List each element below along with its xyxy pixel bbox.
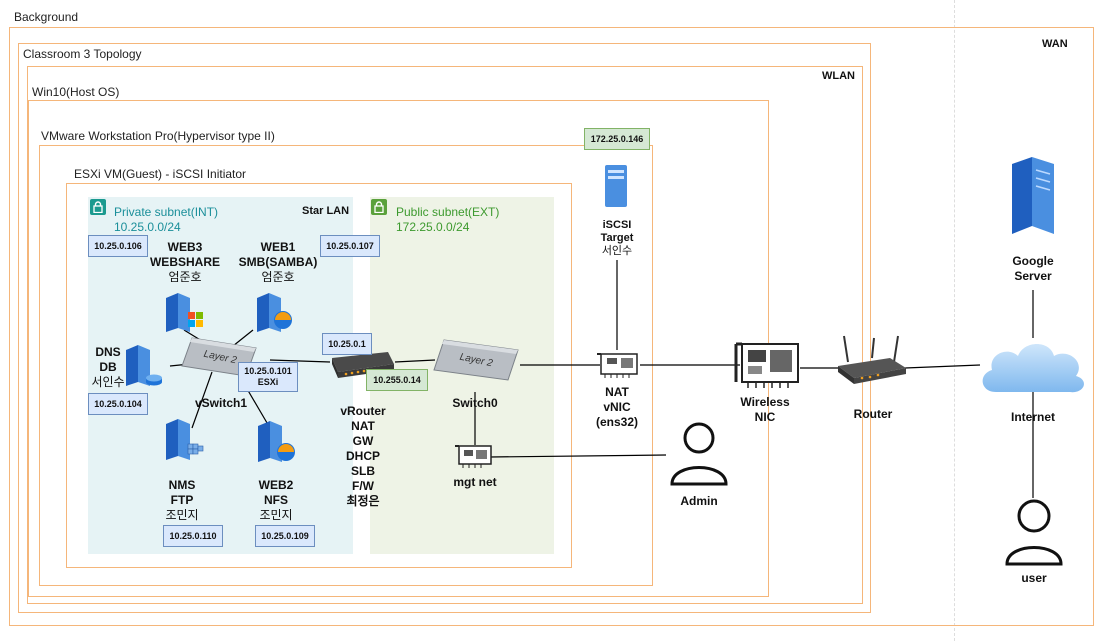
web1-ip: 10.25.0.107 [320,235,380,257]
private-lock-icon [90,199,106,215]
wan-frame [9,27,1094,626]
classroom-label: Classroom 3 Topology [23,47,142,61]
google-line-1: Google [1012,254,1054,268]
vrouter-line-2: NAT [351,419,375,433]
web3-line-2: WEBSHARE [149,255,220,269]
wan-label: WAN [1042,38,1068,50]
wlan-label: WLAN [822,70,855,82]
dns-line-3: 서인수 [91,375,125,389]
wlan-frame [27,66,863,604]
nms-label: NMS FTP 조민지 [152,478,212,523]
user-label: user [1021,571,1047,585]
nms-line-2: FTP [170,493,194,507]
esxi-frame [66,183,572,568]
web3-ip: 10.25.0.106 [88,235,148,257]
vrouter-line-7: 최정은 [346,494,380,508]
vrouter-line-6: F/W [352,479,374,493]
nat-vnic-icon [597,353,638,378]
web3-line-1: WEB3 [167,240,203,254]
hypervisor-label: VMware Workstation Pro(Hypervisor type I… [41,129,275,143]
dns-line-1: DNS [95,345,121,359]
router-label: Router [853,407,893,421]
dns-server-icon [126,345,162,386]
iscsi-line-3: 서인수 [601,245,633,257]
iscsi-label: iSCSI Target 서인수 [584,219,650,258]
private-subnet-title: Private subnet(INT) 10.25.0.0/24 [114,205,218,235]
web2-server-icon [258,421,295,462]
wireless-nic-icon [734,342,799,388]
classroom-frame [18,43,871,613]
nat-vnic-line-1: NAT [605,385,629,399]
web1-line-1: WEB1 [260,240,296,254]
vswitch1-label: vSwitch1 [194,396,248,410]
wireless-nic-line-2: NIC [754,410,776,424]
iscsi-line-2: Target [600,232,634,244]
internet-cloud-icon [982,344,1084,393]
mgt-net-label: mgt net [453,475,497,489]
web2-line-2: NFS [264,493,288,507]
web3-label: WEB3 WEBSHARE 엄준호 [140,240,230,285]
vrouter-label: vRouter NAT GW DHCP SLB F/W 최정은 [328,404,398,509]
router-icon [838,335,906,384]
vrouter-int-ip: 10.25.0.1 [322,333,372,355]
admin-person-icon [670,422,728,486]
internet-label: Internet [1010,410,1055,424]
google-line-2: Server [1014,269,1052,283]
vswitch1-ip-sub: ESXi [257,377,279,387]
public-subnet-title: Public subnet(EXT) 172.25.0.0/24 [396,205,499,235]
nms-server-icon [166,419,204,460]
wireless-nic-line-1: Wireless [740,395,790,409]
web1-server-icon [257,293,292,332]
vrouter-line-1: vRouter [340,404,386,418]
public-subnet-name: Public subnet(EXT) [396,205,500,219]
web1-line-2: SMB(SAMBA) [238,255,318,269]
vrouter-ext-ip: 10.255.0.14 [366,369,428,391]
vrouter-line-3: GW [352,434,374,448]
google-server-icon [1012,157,1054,234]
nat-vnic-line-2: vNIC [603,400,631,414]
web2-ip: 10.25.0.109 [255,525,315,547]
iscsi-ip: 172.25.0.146 [584,128,650,150]
public-subnet-cidr: 172.25.0.0/24 [396,220,470,234]
iscsi-server-icon [605,165,627,207]
nat-vnic-line-3: (ens32) [595,415,639,429]
vswitch1-ip: 10.25.0.101 ESXi [238,362,298,392]
user-person-icon [1005,499,1063,566]
web2-label: WEB2 NFS 조민지 [246,478,306,523]
admin-label: Admin [680,494,718,508]
web3-line-3: 엄준호 [168,270,202,284]
vrouter-line-4: DHCP [345,449,380,463]
public-lock-icon [371,199,387,215]
vrouter-line-5: SLB [351,464,375,478]
web1-label: WEB1 SMB(SAMBA) 엄준호 [230,240,326,285]
dns-line-2: DB [99,360,117,374]
background-divider [954,0,955,641]
google-label: Google Server [1000,254,1066,284]
nat-vnic-label: NAT vNIC (ens32) [584,385,650,430]
dns-label: DNS DB 서인수 [78,345,138,390]
web1-line-3: 엄준호 [261,270,295,284]
host-os-label: Win10(Host OS) [32,85,120,99]
web2-line-3: 조민지 [259,508,293,522]
esxi-label: ESXi VM(Guest) - iSCSI Initiator [74,167,247,181]
nms-line-3: 조민지 [165,508,199,522]
private-subnet-name: Private subnet(INT) [114,205,219,219]
vswitch1-ip-address: 10.25.0.101 [244,366,292,376]
web3-server-icon [166,293,203,332]
wireless-nic-label: Wireless NIC [730,395,800,425]
vswitch1-icon: Layer 2 [181,337,257,377]
nms-ip: 10.25.0.110 [163,525,223,547]
background-label: Background [14,10,79,24]
switch0-icon: Layer 2 [433,339,519,381]
switch0-label: Switch0 [452,396,498,410]
dns-ip: 10.25.0.104 [88,393,148,415]
private-subnet-cidr: 10.25.0.0/24 [114,220,181,234]
iscsi-line-1: iSCSI [602,219,632,231]
mgt-net-icon [455,445,492,468]
web2-line-1: WEB2 [258,478,294,492]
nms-line-1: NMS [168,478,196,492]
star-lan-label: Star LAN [302,205,350,217]
